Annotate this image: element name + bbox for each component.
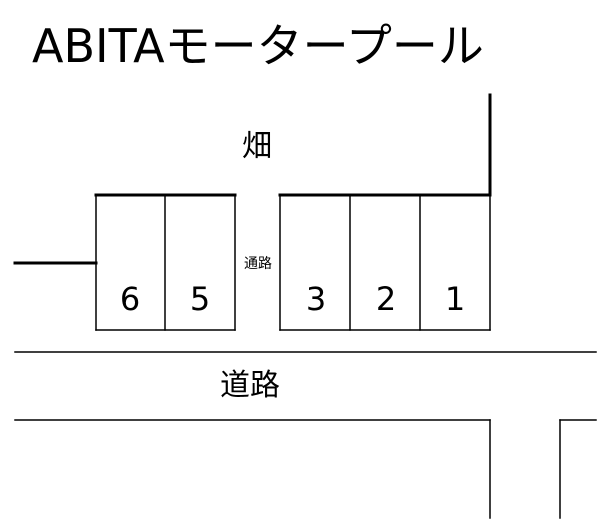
space-number: 5 xyxy=(190,280,210,318)
space-number: 1 xyxy=(445,280,465,318)
page-title: ABITAモータープール xyxy=(32,19,484,73)
parking-block-right xyxy=(278,193,492,331)
passage-label: 通路 xyxy=(244,256,272,272)
parking-block-left xyxy=(94,193,237,331)
space-number: 3 xyxy=(306,280,326,318)
road-label: 道路 xyxy=(220,368,280,403)
space-number: 2 xyxy=(376,280,396,318)
space-number: 6 xyxy=(120,280,140,318)
field-label: 畑 xyxy=(242,129,272,164)
